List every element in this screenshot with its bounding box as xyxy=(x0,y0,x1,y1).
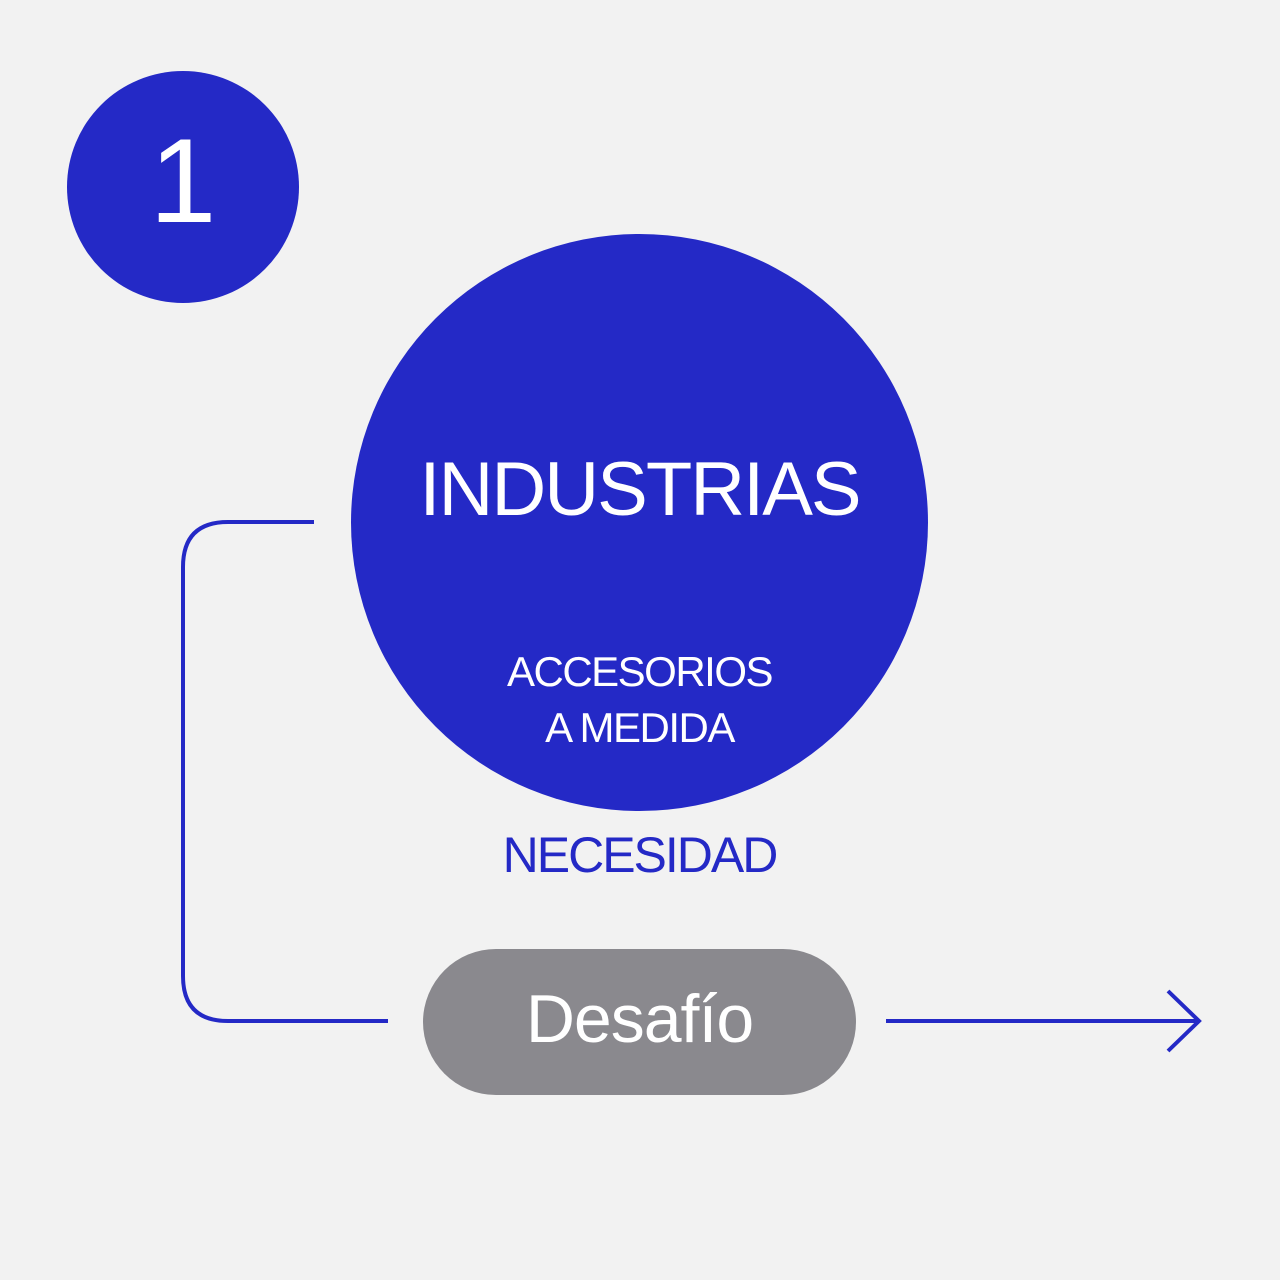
step-number: 1 xyxy=(149,114,217,248)
loop-connector-line xyxy=(181,520,388,1023)
node-subtitle-line-2: A MEDIDA xyxy=(545,704,735,751)
industries-node: INDUSTRIAS ACCESORIOS A MEDIDA xyxy=(351,234,928,811)
step-number-badge: 1 xyxy=(67,71,299,303)
node-subtitle: ACCESORIOS A MEDIDA xyxy=(351,644,928,756)
challenge-pill: Desafío xyxy=(423,949,856,1095)
node-title: INDUSTRIAS xyxy=(419,447,861,532)
challenge-label: Desafío xyxy=(525,981,754,1057)
arrow-head-icon xyxy=(1166,989,1202,1053)
need-label: NECESIDAD xyxy=(502,827,779,883)
node-subtitle-line-1: ACCESORIOS xyxy=(506,648,774,695)
